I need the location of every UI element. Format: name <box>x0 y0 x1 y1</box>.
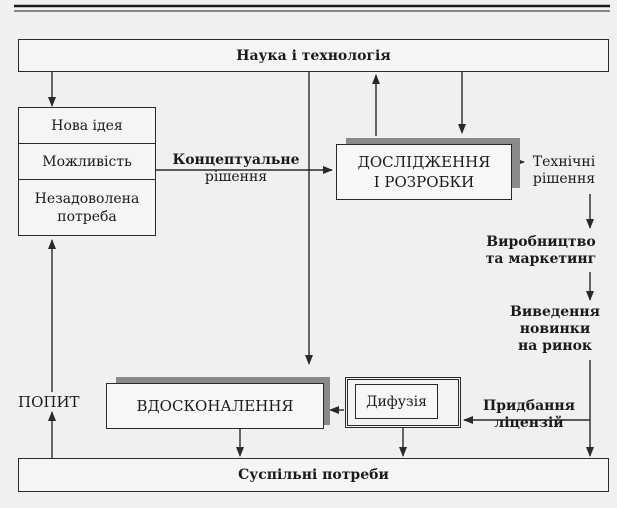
idea-stack: Нова ідея Можливість Незадоволена потреб… <box>18 107 156 236</box>
unmet-need-line2: потреба <box>57 208 117 225</box>
technical-decisions-label: Технічні рішення <box>522 154 606 188</box>
diffusion-box: Дифузія <box>345 377 461 428</box>
demand-label: ПОПИТ <box>18 394 84 411</box>
license-purchase-label: Придбання ліцензій <box>470 398 588 432</box>
opportunity-cell: Можливість <box>19 144 155 180</box>
conceptual-line1: Концептуальне <box>172 152 300 168</box>
purchase-line1: Придбання <box>483 398 575 414</box>
launch-line1: Виведення <box>510 304 600 320</box>
market-launch-label: Виведення новинки на ринок <box>500 304 610 355</box>
science-technology-bar: Наука і технологія <box>18 39 609 72</box>
social-needs-bar: Суспільні потреби <box>18 458 609 492</box>
improvement-box: ВДОСКОНАЛЕННЯ <box>106 383 324 429</box>
new-idea-cell: Нова ідея <box>19 108 155 144</box>
production-marketing-label: Виробництво та маркетинг <box>478 234 604 268</box>
conceptual-decision-label: Концептуальне рішення <box>170 152 302 186</box>
unmet-need-cell: Незадоволена потреба <box>19 180 155 235</box>
unmet-need-line1: Незадоволена <box>34 190 140 207</box>
new-idea-label: Нова ідея <box>51 117 123 134</box>
social-needs-label: Суспільні потреби <box>238 467 389 483</box>
technical-line1: Технічні <box>532 154 596 170</box>
technical-line2: рішення <box>532 171 596 187</box>
demand-text: ПОПИТ <box>18 393 80 411</box>
improvement-label: ВДОСКОНАЛЕННЯ <box>136 397 294 415</box>
conceptual-line2: рішення <box>204 169 268 185</box>
opportunity-label: Можливість <box>42 153 132 170</box>
diffusion-inner: Дифузія <box>355 384 438 419</box>
launch-line3: на ринок <box>517 338 593 354</box>
rnd-box: ДОСЛІДЖЕННЯ І РОЗРОБКИ <box>336 144 512 200</box>
purchase-line2: ліцензій <box>494 415 564 431</box>
launch-line2: новинки <box>519 321 591 337</box>
rnd-line1: ДОСЛІДЖЕННЯ <box>357 153 491 171</box>
production-line1: Виробництво <box>486 234 596 250</box>
production-line2: та маркетинг <box>485 251 597 267</box>
diffusion-label: Дифузія <box>366 393 427 410</box>
science-technology-label: Наука і технологія <box>236 47 391 64</box>
rnd-line2: І РОЗРОБКИ <box>373 173 475 191</box>
